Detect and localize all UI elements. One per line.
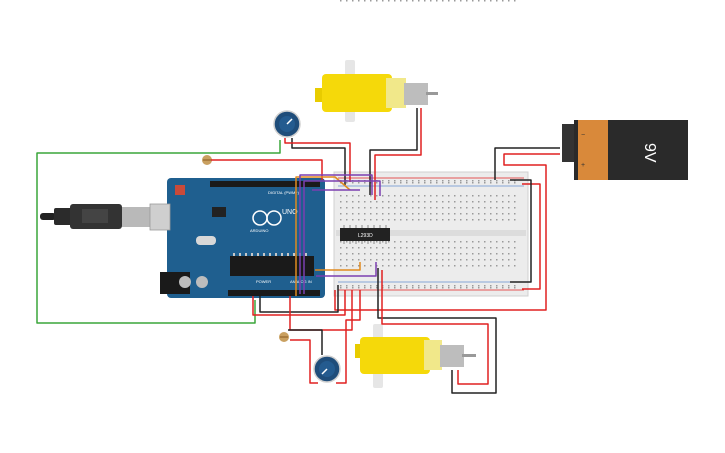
wire-green[interactable]: [36, 140, 281, 324]
wire-red-bottom-1[interactable]: [252, 290, 346, 316]
wire-purple-1[interactable]: [299, 174, 373, 294]
wire-black-battery[interactable]: [494, 147, 560, 180]
battery-plus: +: [581, 162, 585, 169]
wire-black-right[interactable]: [510, 179, 532, 283]
l293d-chip[interactable]: L293D: [340, 225, 390, 244]
chip-label: L293D: [358, 233, 373, 239]
wires: [36, 108, 560, 394]
wire-orange-1[interactable]: [295, 176, 351, 296]
wire-red-motor-top[interactable]: [374, 108, 422, 200]
wire-purple-4[interactable]: [316, 262, 377, 277]
power-label: POWER: [256, 279, 271, 284]
wire-black-pot-bottom[interactable]: [288, 329, 323, 355]
potentiometer-top[interactable]: [273, 110, 301, 138]
wire-orange-2[interactable]: [315, 262, 361, 271]
photoresistor-top[interactable]: [202, 155, 212, 165]
wire-red-ldr-top[interactable]: [211, 159, 323, 180]
wire-purple-2[interactable]: [303, 180, 381, 294]
dc-motor-bottom[interactable]: [355, 324, 476, 388]
wire-red-motor-bottom[interactable]: [381, 270, 489, 385]
potentiometer-bottom[interactable]: [313, 355, 341, 383]
wire-red-pot-bottom-2[interactable]: [336, 290, 361, 384]
digital-label: DIGITAL (PWM~): [268, 190, 300, 195]
arduino-brand: ARDUINO: [250, 228, 268, 233]
arduino-uno[interactable]: ARDUINO UNO DIGITAL (PWM~) POWER ANALOG …: [149, 178, 325, 298]
wire-red-battery[interactable]: [334, 153, 560, 311]
battery-minus: −: [581, 132, 585, 139]
photoresistor-bottom[interactable]: [279, 332, 289, 342]
wire-red-pot-bottom[interactable]: [290, 339, 318, 384]
dc-motor-top[interactable]: [315, 60, 438, 122]
wire-black-motor-top[interactable]: [369, 108, 418, 195]
wire-red-pot-top[interactable]: [284, 138, 351, 182]
arduino-model: UNO: [282, 209, 298, 216]
battery-voltage: 9V: [641, 143, 658, 163]
wire-black-bottom-1[interactable]: [259, 285, 339, 313]
battery-9v[interactable]: − + 9V: [562, 120, 688, 180]
analog-label: ANALOG IN: [290, 279, 312, 284]
wire-black-motor-bottom[interactable]: [377, 268, 497, 394]
